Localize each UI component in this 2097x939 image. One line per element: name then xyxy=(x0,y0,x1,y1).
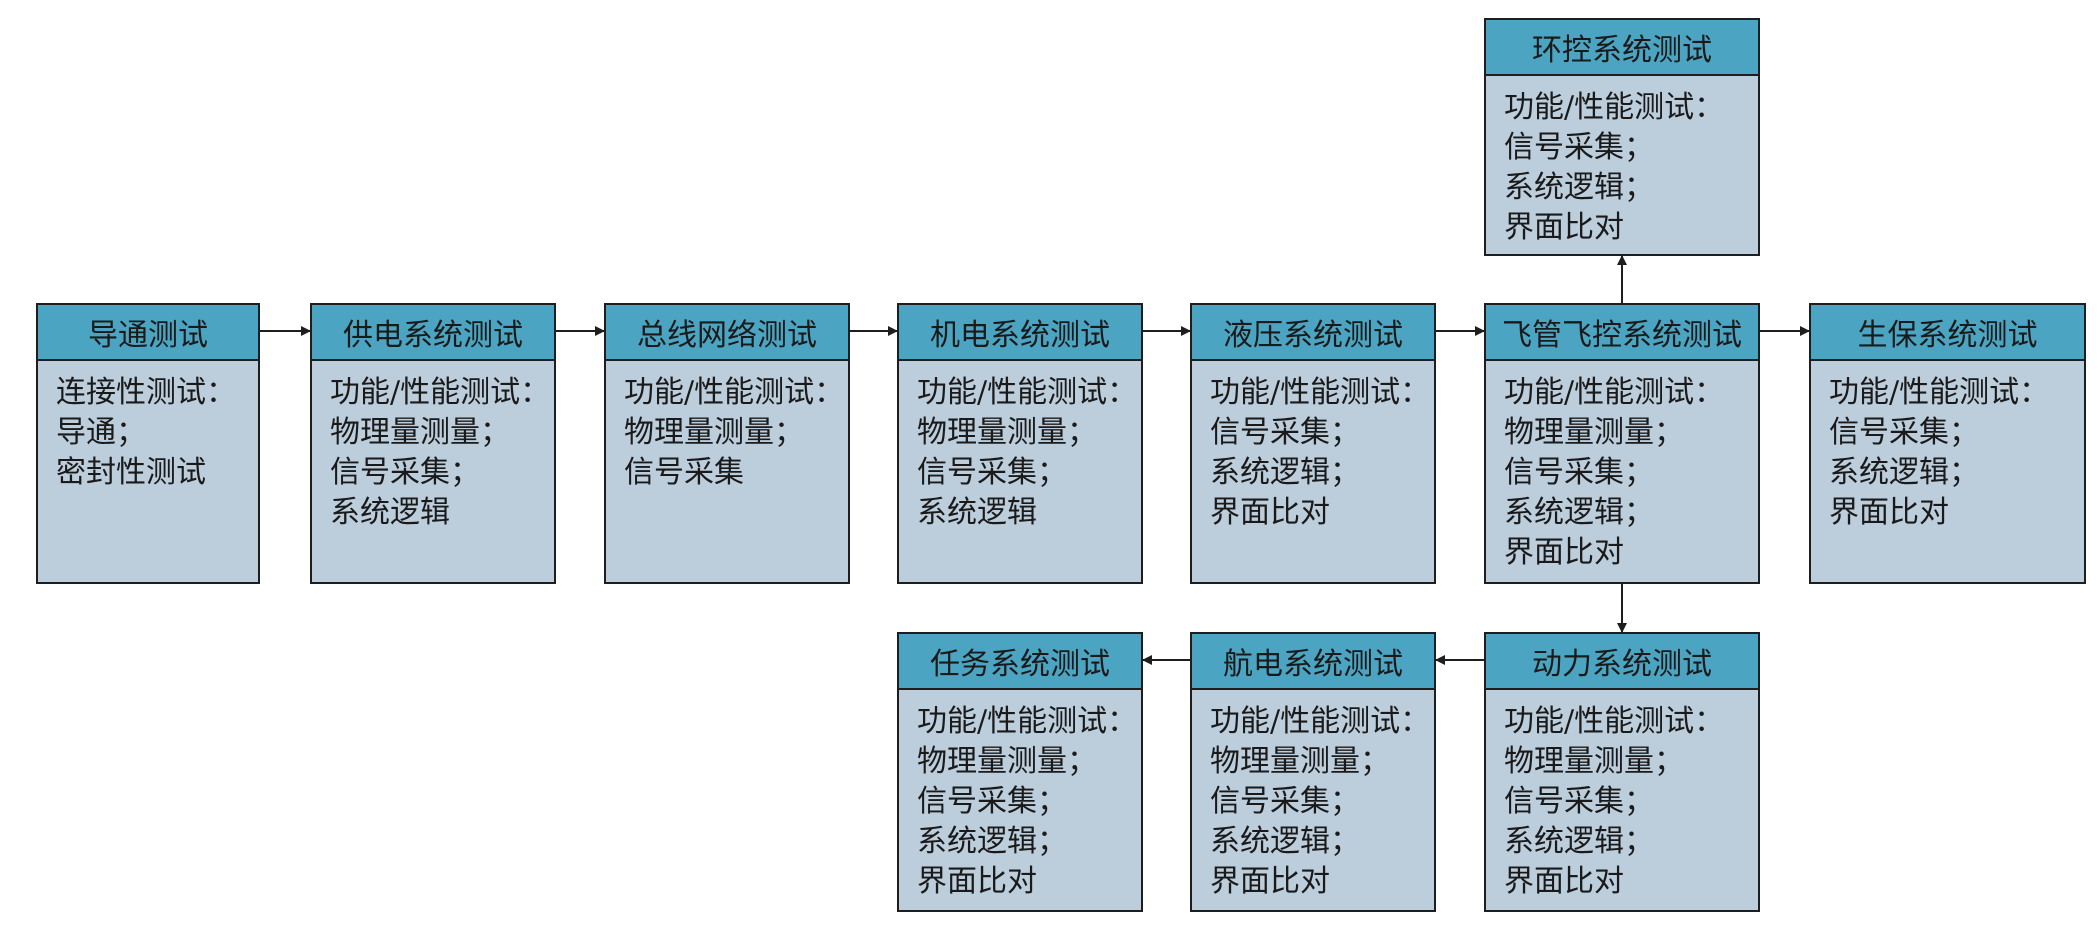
node-line: 物理量测量； xyxy=(1210,744,1390,779)
node-line: 信号采集 xyxy=(624,455,744,490)
node-line: 信号采集； xyxy=(1504,130,1654,165)
node-yeya: 液压系统测试功能/性能测试： 信号采集； 系统逻辑； 界面比对 xyxy=(1190,303,1436,584)
node-body: 功能/性能测试： 物理量测量； 信号采集； 系统逻辑 xyxy=(312,361,554,533)
node-line: 物理量测量； xyxy=(1504,744,1684,779)
node-line: 系统逻辑 xyxy=(917,495,1037,530)
node-body: 功能/性能测试： 物理量测量； 信号采集 xyxy=(606,361,848,493)
node-body: 连接性测试： 导通； 密封性测试 xyxy=(38,361,258,493)
node-body: 功能/性能测试： 物理量测量； 信号采集； 系统逻辑； 界面比对 xyxy=(899,690,1141,902)
node-line: 系统逻辑； xyxy=(1829,455,1979,490)
node-line: 系统逻辑； xyxy=(1504,824,1654,859)
node-line: 界面比对 xyxy=(1210,864,1330,899)
node-huankong: 环控系统测试功能/性能测试： 信号采集； 系统逻辑； 界面比对 xyxy=(1484,18,1760,256)
node-body: 功能/性能测试： 物理量测量； 信号采集； 系统逻辑； 界面比对 xyxy=(1486,690,1758,902)
node-line: 连接性测试： xyxy=(56,375,236,410)
node-title: 供电系统测试 xyxy=(312,305,554,361)
node-title: 动力系统测试 xyxy=(1486,634,1758,690)
node-title: 总线网络测试 xyxy=(606,305,848,361)
node-body: 功能/性能测试： 物理量测量； 信号采集； 系统逻辑； 界面比对 xyxy=(1486,361,1758,573)
node-title: 导通测试 xyxy=(38,305,258,361)
node-line: 界面比对 xyxy=(1504,210,1624,245)
node-dongli: 动力系统测试功能/性能测试： 物理量测量； 信号采集； 系统逻辑； 界面比对 xyxy=(1484,632,1760,912)
node-body: 功能/性能测试： 信号采集； 系统逻辑； 界面比对 xyxy=(1486,76,1758,248)
node-line: 功能/性能测试： xyxy=(917,375,1138,410)
node-feiguan: 飞管飞控系统测试功能/性能测试： 物理量测量； 信号采集； 系统逻辑； 界面比对 xyxy=(1484,303,1760,584)
node-line: 物理量测量； xyxy=(1504,415,1684,450)
node-line: 信号采集； xyxy=(917,784,1067,819)
node-line: 物理量测量； xyxy=(330,415,510,450)
node-title: 生保系统测试 xyxy=(1811,305,2084,361)
node-title: 飞管飞控系统测试 xyxy=(1486,305,1758,361)
node-jidian: 机电系统测试功能/性能测试： 物理量测量； 信号采集； 系统逻辑 xyxy=(897,303,1143,584)
node-title: 航电系统测试 xyxy=(1192,634,1434,690)
node-line: 物理量测量； xyxy=(917,415,1097,450)
node-line: 功能/性能测试： xyxy=(1504,375,1725,410)
node-line: 系统逻辑； xyxy=(1504,170,1654,205)
node-line: 功能/性能测试： xyxy=(1504,90,1725,125)
node-line: 功能/性能测试： xyxy=(1829,375,2050,410)
node-body: 功能/性能测试： 信号采集； 系统逻辑； 界面比对 xyxy=(1811,361,2084,533)
node-line: 系统逻辑； xyxy=(1210,455,1360,490)
node-body: 功能/性能测试： 物理量测量； 信号采集； 系统逻辑 xyxy=(899,361,1141,533)
node-line: 信号采集； xyxy=(1504,455,1654,490)
node-zongxian: 总线网络测试功能/性能测试： 物理量测量； 信号采集 xyxy=(604,303,850,584)
node-line: 信号采集； xyxy=(917,455,1067,490)
node-line: 系统逻辑； xyxy=(1504,495,1654,530)
node-line: 系统逻辑 xyxy=(330,495,450,530)
node-line: 导通； xyxy=(56,415,146,450)
node-title: 任务系统测试 xyxy=(899,634,1141,690)
node-shengbao: 生保系统测试功能/性能测试： 信号采集； 系统逻辑； 界面比对 xyxy=(1809,303,2086,584)
node-line: 功能/性能测试： xyxy=(1210,704,1431,739)
node-line: 信号采集； xyxy=(1210,415,1360,450)
node-line: 信号采集； xyxy=(1504,784,1654,819)
node-line: 信号采集； xyxy=(1210,784,1360,819)
node-line: 界面比对 xyxy=(1829,495,1949,530)
node-line: 信号采集； xyxy=(330,455,480,490)
node-line: 系统逻辑； xyxy=(917,824,1067,859)
node-line: 密封性测试 xyxy=(56,455,206,490)
node-line: 物理量测量； xyxy=(917,744,1097,779)
node-body: 功能/性能测试： 物理量测量； 信号采集； 系统逻辑； 界面比对 xyxy=(1192,690,1434,902)
node-line: 信号采集； xyxy=(1829,415,1979,450)
node-hangdian: 航电系统测试功能/性能测试： 物理量测量； 信号采集； 系统逻辑； 界面比对 xyxy=(1190,632,1436,912)
node-line: 功能/性能测试： xyxy=(1504,704,1725,739)
node-line: 功能/性能测试： xyxy=(1210,375,1431,410)
node-line: 功能/性能测试： xyxy=(330,375,551,410)
node-gongdian: 供电系统测试功能/性能测试： 物理量测量； 信号采集； 系统逻辑 xyxy=(310,303,556,584)
node-body: 功能/性能测试： 信号采集； 系统逻辑； 界面比对 xyxy=(1192,361,1434,533)
node-title: 环控系统测试 xyxy=(1486,20,1758,76)
node-line: 功能/性能测试： xyxy=(624,375,845,410)
node-line: 界面比对 xyxy=(1504,864,1624,899)
node-line: 功能/性能测试： xyxy=(917,704,1138,739)
node-line: 界面比对 xyxy=(1210,495,1330,530)
node-line: 界面比对 xyxy=(917,864,1037,899)
node-title: 机电系统测试 xyxy=(899,305,1141,361)
node-renwu: 任务系统测试功能/性能测试： 物理量测量； 信号采集； 系统逻辑； 界面比对 xyxy=(897,632,1143,912)
node-line: 界面比对 xyxy=(1504,535,1624,570)
node-line: 系统逻辑； xyxy=(1210,824,1360,859)
node-title: 液压系统测试 xyxy=(1192,305,1434,361)
node-daotong: 导通测试连接性测试： 导通； 密封性测试 xyxy=(36,303,260,584)
node-line: 物理量测量； xyxy=(624,415,804,450)
